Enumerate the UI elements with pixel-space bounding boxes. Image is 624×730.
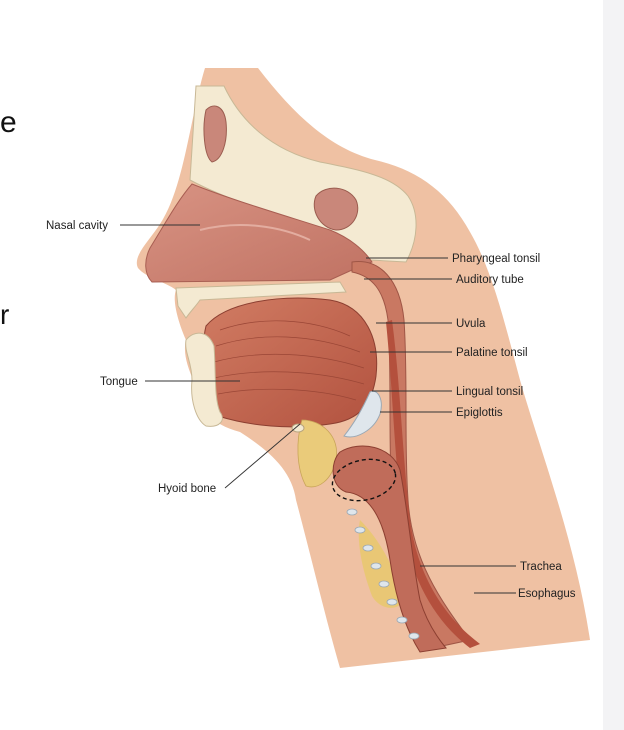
label-uvula: Uvula — [456, 318, 486, 330]
label-trachea: Trachea — [520, 561, 562, 573]
right-edge-strip — [603, 0, 624, 730]
epiglottis-cartilage — [343, 390, 382, 438]
esophagus-strip — [386, 320, 480, 648]
larynx — [332, 445, 447, 653]
hard-palate — [175, 281, 347, 319]
label-hyoid-bone: Hyoid bone — [158, 483, 216, 495]
head-neck-sagittal-diagram: Nasal cavity Tongue Hyoid bone Pharyngea… — [46, 68, 591, 668]
vocal-region-marker — [331, 458, 397, 502]
leader-hyoid-bone — [224, 423, 301, 489]
label-esophagus: Esophagus — [518, 588, 576, 600]
label-tongue: Tongue — [100, 376, 138, 388]
nasal-cavity — [145, 183, 373, 283]
label-lingual-tonsil: Lingual tonsil — [456, 386, 523, 398]
label-epiglottis: Epiglottis — [456, 407, 503, 419]
cropped-text-fragment: r — [0, 299, 10, 330]
hyoid-bone-shape — [291, 423, 305, 433]
frontal-sinus — [203, 105, 227, 163]
tongue-muscle — [202, 297, 378, 428]
tongue-fibers — [213, 320, 365, 401]
neck-fat — [358, 520, 404, 608]
cropped-text-fragment: e — [0, 106, 17, 139]
mandible — [185, 332, 223, 427]
label-nasal-cavity: Nasal cavity — [46, 220, 108, 232]
label-pharyngeal-tonsil: Pharyngeal tonsil — [452, 253, 540, 265]
tracheal-rings — [346, 508, 420, 640]
fat-pad — [297, 419, 337, 488]
label-palatine-tonsil: Palatine tonsil — [456, 347, 528, 359]
sphenoid-sinus — [313, 187, 359, 231]
skull-bone — [189, 85, 417, 263]
label-auditory-tube: Auditory tube — [456, 274, 524, 286]
nasal-texture — [199, 224, 311, 241]
